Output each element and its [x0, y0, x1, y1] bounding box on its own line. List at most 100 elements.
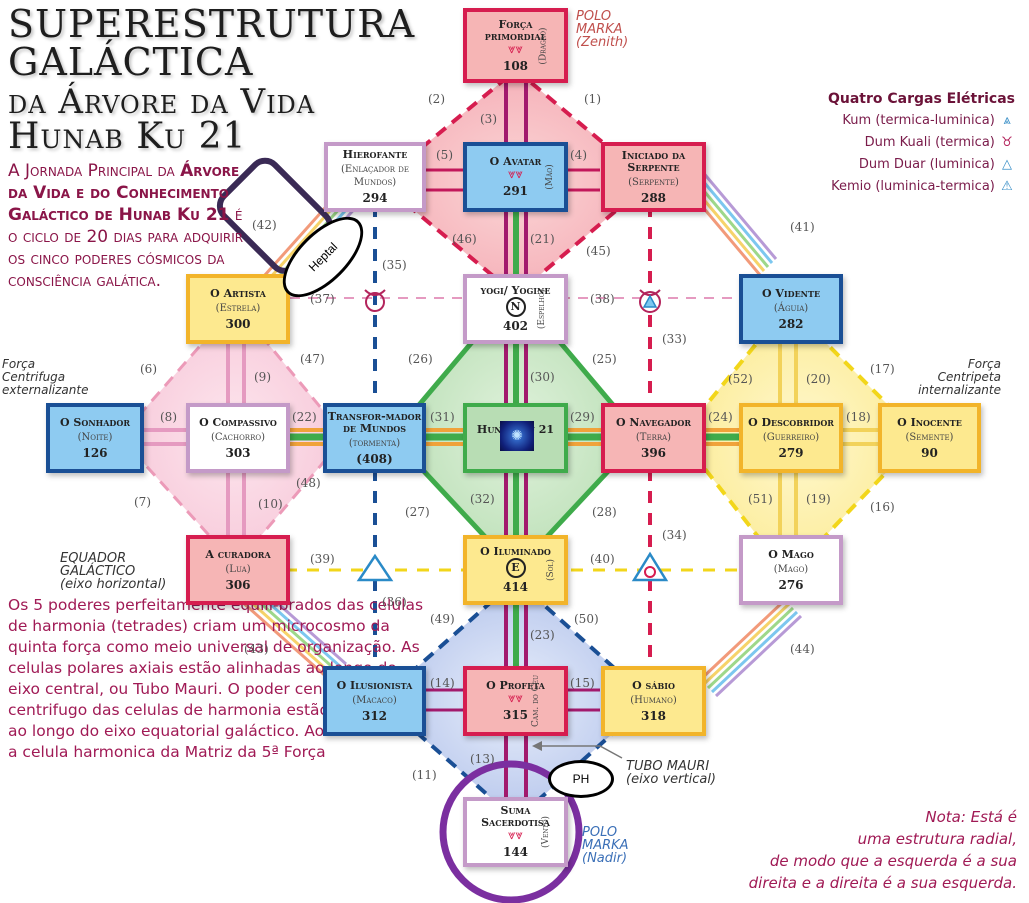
- title-line-3: da Árvore da Vida: [8, 82, 316, 122]
- path-label: (21): [530, 232, 555, 246]
- dum-kuali-symbol: [364, 289, 386, 312]
- title-line-1: SUPERESTRUTURA: [8, 2, 416, 46]
- node-number: 279: [778, 445, 804, 460]
- path-label: (34): [662, 528, 687, 542]
- node-subtitle: (Serpente): [628, 176, 679, 188]
- node-name: O Compassivo: [199, 415, 277, 429]
- node-name: O Sonhador: [60, 415, 130, 429]
- node-name: Transfor-mador de Mundos: [327, 409, 422, 435]
- kemio-symbol: [631, 551, 669, 582]
- node-number: 396: [640, 445, 667, 460]
- ph-label: PH: [572, 772, 590, 786]
- legend-title: Quatro Cargas Elétricas: [827, 91, 1015, 107]
- node-subtitle: (Águia): [773, 302, 809, 314]
- path-label: (38): [590, 292, 615, 306]
- node-subtitle: (Macaco): [352, 694, 397, 706]
- tubo-mauri-note: TUBO MAURI (eixo vertical): [626, 759, 717, 787]
- path-label: (5): [436, 148, 453, 162]
- node-inocente: O Inocente(Semente)90: [878, 403, 981, 473]
- legend-label: Kemio (luminica-termica): [831, 179, 995, 194]
- path-label: (26): [408, 352, 433, 366]
- intro-part-1: A Jornada Principal da: [8, 161, 181, 181]
- dum-duar-icon: △: [1002, 157, 1012, 172]
- path-label: (50): [574, 612, 599, 626]
- node-number: 288: [640, 190, 667, 205]
- path-label: (39): [310, 552, 335, 566]
- path-label: (52): [728, 372, 753, 386]
- node-compassivo: O Compassivo(Cachorro)303: [186, 403, 290, 473]
- path-label: (8): [160, 410, 177, 424]
- path-label: (20): [806, 372, 831, 386]
- circled-letter: E: [505, 558, 526, 578]
- path-label: (17): [870, 362, 895, 376]
- node-name: A curadora: [205, 547, 271, 561]
- dum-kuali-icon: ♉: [1001, 135, 1013, 150]
- intro-text: A Jornada Principal da Árvore da Vida e …: [8, 160, 248, 292]
- wave-symbol-icon: ⩔⩔: [508, 691, 523, 706]
- node-suma-sacerdotisa: Suma Sacerdotisa⩔⩔144(Vento): [463, 797, 568, 867]
- node-number: (408): [356, 451, 393, 466]
- node-vertical-label: (Espelho): [536, 288, 547, 330]
- legend-label: Dum Duar (luminica): [858, 157, 995, 172]
- node-mago: O Mago(Mago)276: [739, 535, 843, 605]
- node-subtitle: (tormenta): [348, 437, 401, 449]
- path-label: (45): [586, 244, 611, 258]
- title-line-4: Hunab Ku 21: [8, 116, 247, 157]
- path-label: (2): [428, 92, 445, 106]
- path-label: (4): [570, 148, 587, 162]
- node-descobridor: O Descobridor (Guerreiro) 279: [739, 403, 843, 473]
- node-number: 303: [225, 445, 251, 460]
- node-name: O Avatar: [489, 155, 542, 168]
- path-label: (10): [258, 497, 283, 511]
- node-forca-primordial: Força primordial⩔⩔108(Dragão): [463, 8, 568, 83]
- wave-symbol-icon: ⩔⩔: [508, 828, 523, 843]
- node-iniciado-serpente: Iniciado da Serpente (Serpente) 288: [601, 142, 706, 212]
- node-subtitle: (Guerreiro): [762, 431, 820, 443]
- path-label: (47): [300, 352, 325, 366]
- node-number: 414: [502, 580, 529, 594]
- path-label: (41): [790, 220, 815, 234]
- node-name: O sábio: [632, 678, 675, 692]
- node-number: 90: [921, 445, 938, 460]
- path-label: (24): [708, 410, 733, 424]
- path-label: (3): [480, 112, 497, 126]
- radial-note: Nota: Está é uma estrutura radial, de mo…: [748, 808, 1017, 892]
- path-label: (22): [292, 410, 317, 424]
- polo-nadir: POLO MARKA (Nadir): [582, 825, 629, 866]
- path-label: (36): [382, 595, 407, 609]
- path-label: (27): [405, 505, 430, 519]
- node-vertical-label: (Mão): [544, 164, 555, 190]
- node-ilusionista: O Ilusionista(Macaco)312: [323, 666, 426, 736]
- node-vertical-label: (Dragão): [538, 26, 549, 65]
- node-name: Iniciado da Serpente: [621, 148, 686, 174]
- node-name: O Vidente: [761, 286, 821, 300]
- node-number: 315: [502, 708, 529, 722]
- path-label: (13): [470, 752, 495, 766]
- intro-bold: Árvore da Vida e do Conhecimento Galácti…: [8, 161, 240, 225]
- path-label: (11): [412, 768, 437, 782]
- path-label: (46): [452, 232, 477, 246]
- node-curadora: A curadora(Lua)306: [186, 535, 290, 605]
- highlight-circle: [439, 760, 583, 903]
- node-artista: O Artista(Estrela)300: [186, 274, 290, 344]
- node-vertical-label: (Sol): [545, 558, 556, 582]
- wave-symbol-icon: ⩔⩔: [508, 167, 523, 182]
- node-name: O Descobridor: [748, 415, 834, 429]
- kemio-icon: ⚠: [1001, 179, 1013, 194]
- legend-item: Dum Duar (luminica) △: [828, 154, 1015, 176]
- node-subtitle: (Noite): [77, 431, 113, 443]
- path-label: (15): [570, 676, 595, 690]
- node-subtitle: (Terra): [635, 431, 672, 443]
- node-subtitle: (Lua): [225, 563, 251, 575]
- node-name: O Navegador: [616, 415, 691, 429]
- path-label: (1): [584, 92, 601, 106]
- node-name: O Ilusionista: [336, 678, 413, 692]
- legend: Quatro Cargas Elétricas Kum (termica-lum…: [828, 88, 1015, 198]
- path-label: (18): [846, 410, 871, 424]
- path-label: (44): [790, 642, 815, 656]
- node-vertical-label: Cam. do Céu: [531, 675, 541, 727]
- centripeta-note: Força Centripeta internalizante: [918, 357, 1001, 397]
- node-hierofante: Hierofante(Enlaçador de Mundos)294: [324, 142, 426, 212]
- node-number: 294: [362, 191, 388, 205]
